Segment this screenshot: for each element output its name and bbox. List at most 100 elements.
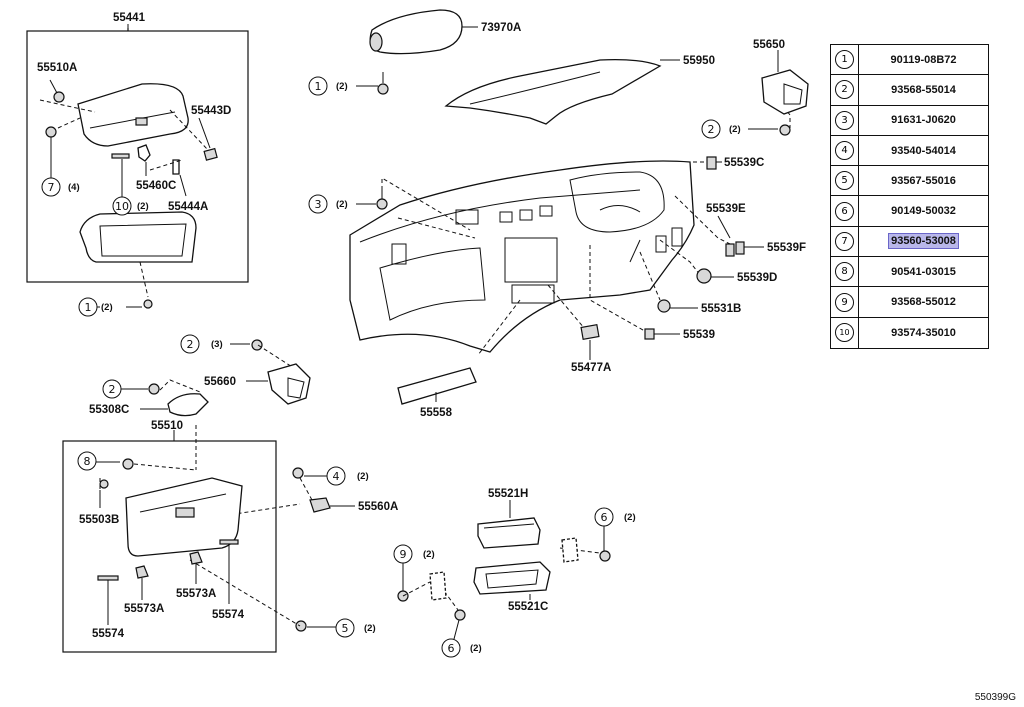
cushion-55573A-left-part[interactable] (135, 565, 149, 579)
label-55441[interactable]: 55441 (113, 12, 146, 24)
vent-55660[interactable]: 55660 (204, 363, 311, 405)
label-55539E-group[interactable]: 55539E (706, 203, 746, 239)
legend-number-circle: 4 (835, 141, 854, 161)
legend-part-number[interactable]: 93540-54014 (891, 144, 956, 157)
callout-7-upper[interactable]: 7 (4) (41, 177, 80, 197)
legend-part-number[interactable]: 93574-35010 (891, 326, 956, 339)
glovebox-lid-part[interactable] (77, 83, 189, 147)
legend-part-number[interactable]: 93568-55014 (891, 83, 956, 96)
clip-55539[interactable]: 55539 (644, 328, 715, 341)
legend-number-cell: 4 (831, 135, 859, 166)
pad-55443D-part[interactable] (203, 147, 218, 161)
callout-5[interactable]: 5 (2) (295, 618, 376, 638)
label-55444A[interactable]: 55444A (168, 201, 208, 213)
clip-55539D[interactable]: 55539D (696, 268, 777, 284)
svg-text:55950: 55950 (683, 55, 715, 67)
stopper-55574-right-part[interactable] (219, 539, 239, 545)
label-55573A-right[interactable]: 55573A (176, 588, 216, 600)
svg-text:55560A: 55560A (358, 501, 398, 513)
part-55477A[interactable]: 55477A (571, 324, 611, 374)
legend-number-cell: 1 (831, 45, 859, 75)
svg-text:55308C: 55308C (89, 404, 129, 416)
legend-part-cell: 93540-54014 (859, 136, 988, 165)
legend-number-circle: 7 (835, 231, 854, 251)
legend-part-number[interactable]: 93568-55012 (891, 296, 956, 309)
callout-10-upper[interactable]: 10 (2) (112, 196, 149, 216)
svg-text:5: 5 (342, 622, 349, 635)
callout-2-lower[interactable]: 2 (102, 379, 160, 399)
svg-text:1: 1 (85, 301, 92, 314)
cushion-73970A[interactable]: 73970A (369, 9, 521, 55)
callout-2-right[interactable]: 2 (2) (701, 119, 791, 139)
cushion-55573A-right-part[interactable] (189, 551, 203, 565)
label-55443D[interactable]: 55443D (191, 105, 231, 117)
glovebox-bin-part[interactable] (79, 211, 197, 263)
legend-row-1[interactable]: 1 90119-08B72 (831, 45, 988, 76)
svg-text:9: 9 (400, 548, 407, 561)
legend-part-number[interactable]: 90541-03015 (891, 265, 956, 278)
legend-part-number[interactable]: 90119-08B72 (890, 53, 957, 66)
label-55510[interactable]: 55510 (151, 420, 183, 432)
label-55510A[interactable]: 55510A (37, 62, 77, 74)
svg-text:55539: 55539 (683, 329, 715, 341)
clip-55510A-part[interactable] (53, 91, 65, 103)
vent-55650[interactable]: 55650 (753, 39, 809, 115)
callout-2-mid[interactable]: 2 (3) (180, 334, 263, 354)
dashboard-main-part[interactable] (349, 160, 695, 353)
legend-row-2[interactable]: 2 93568-55014 (831, 75, 988, 106)
label-55574-left[interactable]: 55574 (92, 628, 125, 640)
legend-number-cell: 2 (831, 75, 859, 105)
callout-4[interactable]: 4 (2) (292, 466, 369, 486)
svg-text:55539F: 55539F (767, 242, 806, 254)
lower-glovebox-assembly: 55510 55503B 55574 55573A 55573A 55574 (62, 420, 277, 653)
svg-text:10: 10 (115, 200, 129, 213)
bracket-55308C[interactable]: 55308C (89, 393, 209, 417)
label-55574-right[interactable]: 55574 (212, 609, 245, 621)
svg-text:55521H: 55521H (488, 488, 528, 500)
pocket-brackets[interactable] (429, 537, 579, 601)
callout-6-right[interactable]: 6 (2) (594, 507, 636, 562)
label-55460C[interactable]: 55460C (136, 180, 176, 192)
clip-55531B[interactable]: 55531B (657, 299, 741, 315)
callout-1-lower-left[interactable]: 1 (2) (78, 297, 153, 317)
svg-text:(2): (2) (101, 302, 113, 313)
legend-part-number[interactable]: 90149-50032 (891, 205, 956, 218)
callout-9[interactable]: 9 (2) (393, 544, 435, 602)
legend-row-7[interactable]: 7 93560-53008 (831, 226, 988, 258)
svg-text:(2): (2) (336, 81, 348, 92)
callout-1-top[interactable]: 1 (2) (308, 72, 389, 96)
bar-55558[interactable]: 55558 (397, 367, 477, 419)
legend-row-4[interactable]: 4 93540-54014 (831, 135, 988, 167)
svg-text:(2): (2) (336, 199, 348, 210)
legend-part-cell: 93567-55016 (859, 166, 988, 195)
callout-3[interactable]: 3 (2) (308, 190, 388, 214)
catalog-code: 550399G (974, 692, 1016, 703)
svg-text:7: 7 (48, 181, 55, 194)
legend-part-number[interactable]: 93560-53008 (888, 233, 959, 250)
label-55503B[interactable]: 55503B (79, 514, 119, 526)
panel-55950[interactable]: 55950 (444, 55, 715, 125)
clip-55539F[interactable]: 55539F (725, 241, 806, 257)
callout-6-bottom[interactable]: 6 (2) (441, 609, 482, 658)
legend-part-number[interactable]: 91631-J0620 (891, 114, 956, 127)
legend-part-cell: 93560-53008 (859, 227, 988, 256)
clip-55539C[interactable]: 55539C (706, 156, 764, 170)
part-55560A[interactable]: 55560A (309, 497, 398, 513)
svg-text:(4): (4) (68, 182, 80, 193)
svg-text:55650: 55650 (753, 39, 785, 51)
legend-number-circle: 2 (835, 80, 854, 100)
svg-text:55539D: 55539D (737, 272, 777, 284)
label-55573A-left[interactable]: 55573A (124, 603, 164, 615)
legend-part-number[interactable]: 93567-55016 (891, 174, 956, 187)
stopper-55574-left-part[interactable] (97, 575, 119, 581)
legend-part-cell: 91631-J0620 (859, 106, 988, 135)
pocket-55521H[interactable]: 55521H (477, 488, 541, 549)
callout-8[interactable]: 8 (77, 451, 134, 471)
pocket-55521C[interactable]: 55521C (473, 561, 551, 613)
